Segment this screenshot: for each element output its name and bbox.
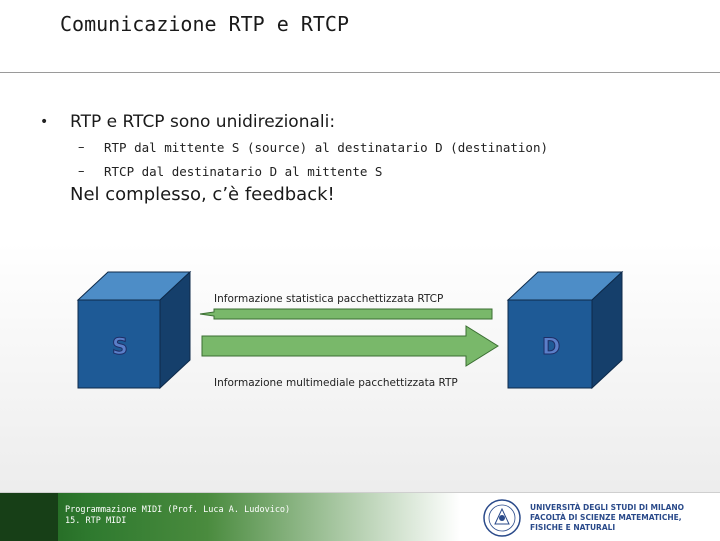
sub-marker-1: – <box>78 140 85 155</box>
destination-cube <box>506 270 624 390</box>
source-cube <box>76 270 192 390</box>
bullet-marker: • <box>40 114 49 130</box>
slide-footer: Programmazione MIDI (Prof. Luca A. Ludov… <box>0 492 720 541</box>
logo-line-1: UNIVERSITÀ DEGLI STUDI DI MILANO <box>530 503 685 512</box>
sub-item-rtp: RTP dal mittente S (source) al destinata… <box>104 140 549 155</box>
logo-line-3: FISICHE E NATURALI <box>530 523 616 532</box>
logo-line-2: FACOLTÀ DI SCIENZE MATEMATICHE, <box>530 513 682 522</box>
footer-course-title: Programmazione MIDI (Prof. Luca A. Ludov… <box>65 505 291 515</box>
rtp-caption: Informazione multimediale pacchettizzata… <box>214 377 458 389</box>
destination-label: D <box>542 335 560 360</box>
title-divider <box>0 72 720 73</box>
footer-green-band <box>0 493 460 541</box>
rtp-arrow <box>201 325 499 367</box>
university-logo: UNIVERSITÀ DEGLI STUDI DI MILANO FACOLTÀ… <box>478 497 720 539</box>
university-name: UNIVERSITÀ DEGLI STUDI DI MILANO FACOLTÀ… <box>530 503 684 533</box>
footer-course-info: Programmazione MIDI (Prof. Luca A. Ludov… <box>65 505 290 527</box>
university-seal-icon <box>483 499 521 537</box>
bullet-main: RTP e RTCP sono unidirezionali: <box>70 112 336 132</box>
slide-title: Comunicazione RTP e RTCP <box>60 12 349 36</box>
conclusion-text: Nel complesso, c’è feedback! <box>70 184 335 205</box>
rtcp-arrow <box>199 308 493 320</box>
source-label: S <box>112 335 128 360</box>
footer-lecture-title: 15. RTP MIDI <box>65 516 127 526</box>
footer-dark-block <box>0 493 58 541</box>
sub-item-rtcp: RTCP dal destinatario D al mittente S <box>104 164 383 179</box>
rtcp-caption: Informazione statistica pacchettizzata R… <box>214 293 443 305</box>
sub-marker-2: – <box>78 164 85 179</box>
